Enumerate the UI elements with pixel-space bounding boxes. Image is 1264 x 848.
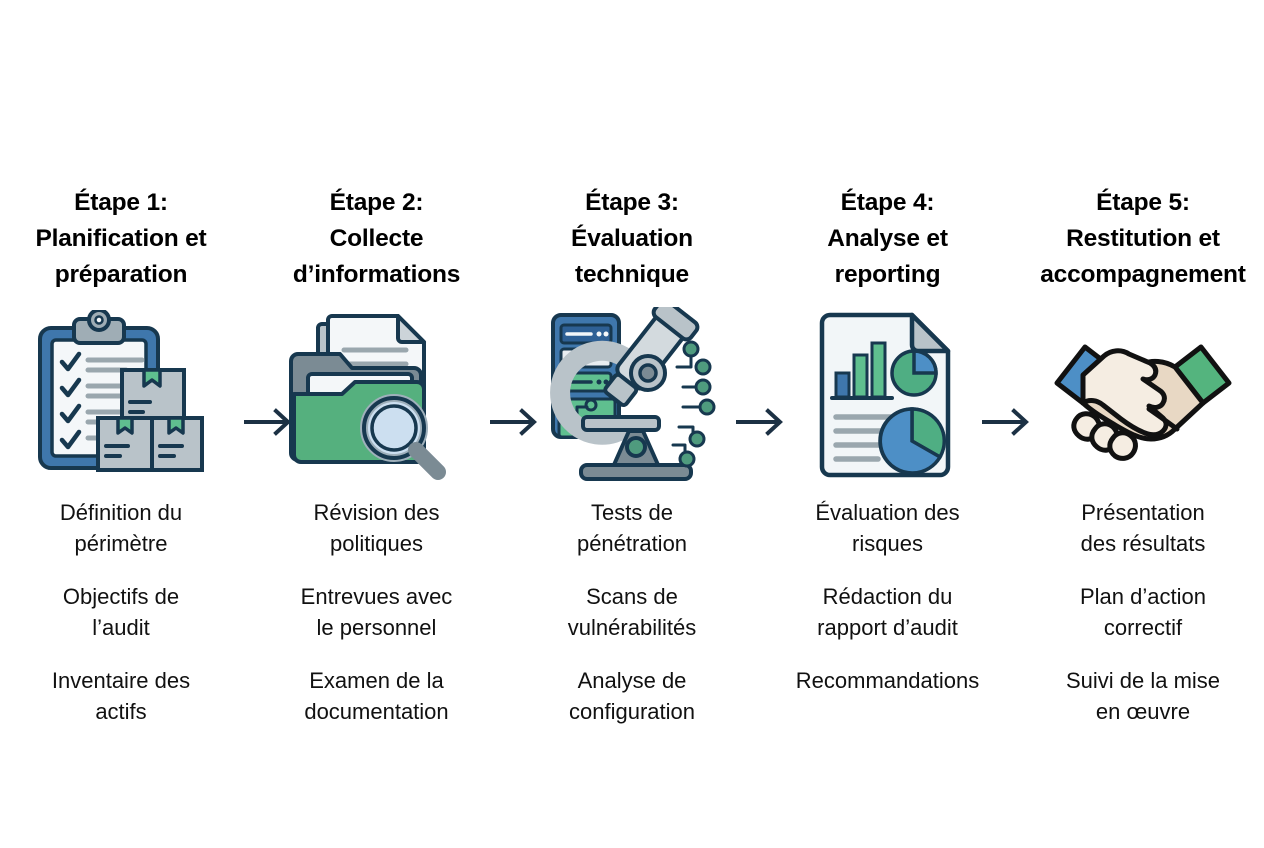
step-4-bullet-3: Recommandations [795, 668, 980, 693]
step-3-bullets: Tests de pénétration Scans de vulnérabil… [506, 497, 758, 727]
step-1-bullet-3: Inventaire des actifs [51, 668, 191, 724]
step-2-bullet-3: Examen de la documentation [304, 668, 449, 724]
step-2-title: Étape 2: Collecte d’informations [292, 189, 461, 288]
step-2-bullet-2: Entrevues avec le personnel [300, 584, 453, 640]
step-1-bullet-2: Objectifs de l’audit [62, 584, 180, 640]
steps-row: Étape 1: Planification et préparation [0, 185, 1264, 727]
clipboard-checklist-boxes-icon [26, 307, 216, 483]
step-5-bullets: Présentation des résultats Plan d’action… [1017, 497, 1264, 727]
step-1-bullets: Définition du périmètre Objectifs de l’a… [0, 497, 247, 727]
arrow-step4-to-step5 [982, 402, 1038, 442]
step-2: Étape 2: Collecte d’informations [256, 185, 498, 727]
handshake-icon [1045, 307, 1241, 483]
arrow-step1-to-step2 [244, 402, 300, 442]
step-5-bullet-1: Présentation des résultats [1080, 500, 1206, 556]
step-4-bullet-2: Rédaction du rapport d’audit [817, 584, 958, 640]
step-1-title: Étape 1: Planification et préparation [35, 189, 207, 288]
step-2-bullet-1: Révision des politiques [313, 500, 440, 556]
report-charts-document-icon [808, 307, 968, 483]
step-4: Étape 4: Analyse et reporting [767, 185, 1009, 696]
step-4-bullet-1: Évaluation des risques [815, 500, 960, 556]
folder-documents-magnifier-icon [282, 307, 472, 483]
step-5-bullet-2: Plan d’action correctif [1080, 584, 1206, 640]
microscope-server-circuit-icon [537, 307, 727, 483]
step-1: Étape 1: Planification et préparation [0, 185, 242, 727]
step-3: Étape 3: Évaluation technique [511, 185, 753, 727]
step-5: Étape 5: Restitution et accompagnement [1022, 185, 1264, 727]
step-3-bullet-2: Scans de vulnérabilités [567, 584, 697, 640]
step-2-bullets: Révision des politiques Entrevues avec l… [251, 497, 503, 727]
step-4-bullets: Évaluation des risques Rédaction du rapp… [762, 497, 1014, 696]
step-3-bullet-1: Tests de pénétration [576, 500, 688, 556]
step-3-title: Étape 3: Évaluation technique [571, 189, 693, 288]
step-5-bullet-3: Suivi de la mise en œuvre [1065, 668, 1221, 724]
step-1-bullet-1: Définition du périmètre [59, 500, 183, 556]
arrow-step2-to-step3 [490, 402, 546, 442]
step-4-title: Étape 4: Analyse et reporting [827, 189, 948, 288]
step-3-bullet-3: Analyse de configuration [569, 668, 695, 724]
step-5-title: Étape 5: Restitution et accompagnement [1040, 189, 1246, 288]
arrow-step3-to-step4 [736, 402, 792, 442]
